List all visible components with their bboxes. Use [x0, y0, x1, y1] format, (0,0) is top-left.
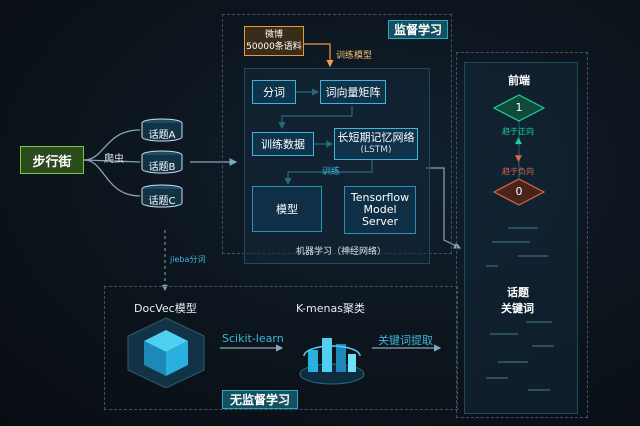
topic-a-label: 话题A [148, 130, 176, 141]
topic-c-cylinder: 话题C [140, 184, 184, 208]
positive-node-value: 1 [515, 101, 523, 114]
ml-caption: 机器学习（神经网络） [296, 247, 387, 257]
topic-b-cylinder: 话题B [140, 150, 184, 174]
lstm-box: 长短期记忆网络 (LSTM) [334, 128, 418, 160]
lstm-line1: 长短期记忆网络 [337, 131, 415, 144]
train-label: 训练 [322, 167, 341, 177]
topic-a-cylinder: 话题A [140, 118, 184, 142]
crawler-label: 爬虫 [104, 154, 124, 165]
weibo-line2: 50000条语料 [246, 42, 302, 52]
keyword-extract-label: 关键词提取 [378, 334, 433, 347]
tf-line3: Server [361, 215, 399, 228]
negative-down-arrow: ▼ [515, 154, 522, 164]
negative-diamond: 0 [492, 178, 546, 206]
tf-line2: Model [363, 203, 397, 216]
scikit-label: Scikit-learn [222, 332, 284, 345]
negative-node-value: 0 [515, 185, 523, 198]
lstm-line2: (LSTM) [360, 145, 392, 155]
topic-keyword-line1: 话题 [507, 286, 529, 299]
tf-line1: Tensorflow [350, 191, 410, 204]
street-box: 步行街 [20, 146, 84, 174]
frontend-panel [464, 62, 578, 414]
weibo-corpus-box: 微博 50000条语料 [244, 26, 304, 56]
tensorflow-server-box: Tensorflow Model Server [344, 186, 416, 234]
train-model-label: 训练模型 [336, 51, 373, 61]
docvec-label: DocVec模型 [134, 302, 197, 315]
keyword-list-decoration [478, 222, 562, 402]
word-vector-box: 词向量矩阵 [320, 80, 386, 104]
docvec-cube-icon [124, 316, 208, 389]
topic-b-label: 话题B [148, 162, 176, 173]
topic-c-label: 话题C [148, 196, 176, 207]
model-box: 模型 [252, 186, 322, 232]
kmeans-label: K-menas聚类 [296, 302, 365, 315]
positive-diamond: 1 [492, 94, 546, 122]
negative-label: 趋于负向 [502, 167, 534, 176]
segment-box: 分词 [252, 80, 296, 104]
train-data-box: 训练数据 [252, 132, 314, 156]
unsupervised-region [104, 286, 458, 410]
frontend-region [456, 52, 588, 418]
frontend-title: 前端 [508, 74, 530, 87]
supervised-tag: 监督学习 [388, 20, 448, 39]
positive-up-arrow: ▲ [515, 136, 522, 146]
kmeans-cluster-icon [296, 316, 368, 388]
positive-label: 趋于正向 [502, 127, 534, 136]
jieba-label: jieba分词 [170, 255, 206, 264]
topic-keyword-line2: 关键词 [501, 302, 534, 315]
weibo-line1: 微博 [264, 30, 283, 40]
unsupervised-tag: 无监督学习 [222, 390, 298, 409]
